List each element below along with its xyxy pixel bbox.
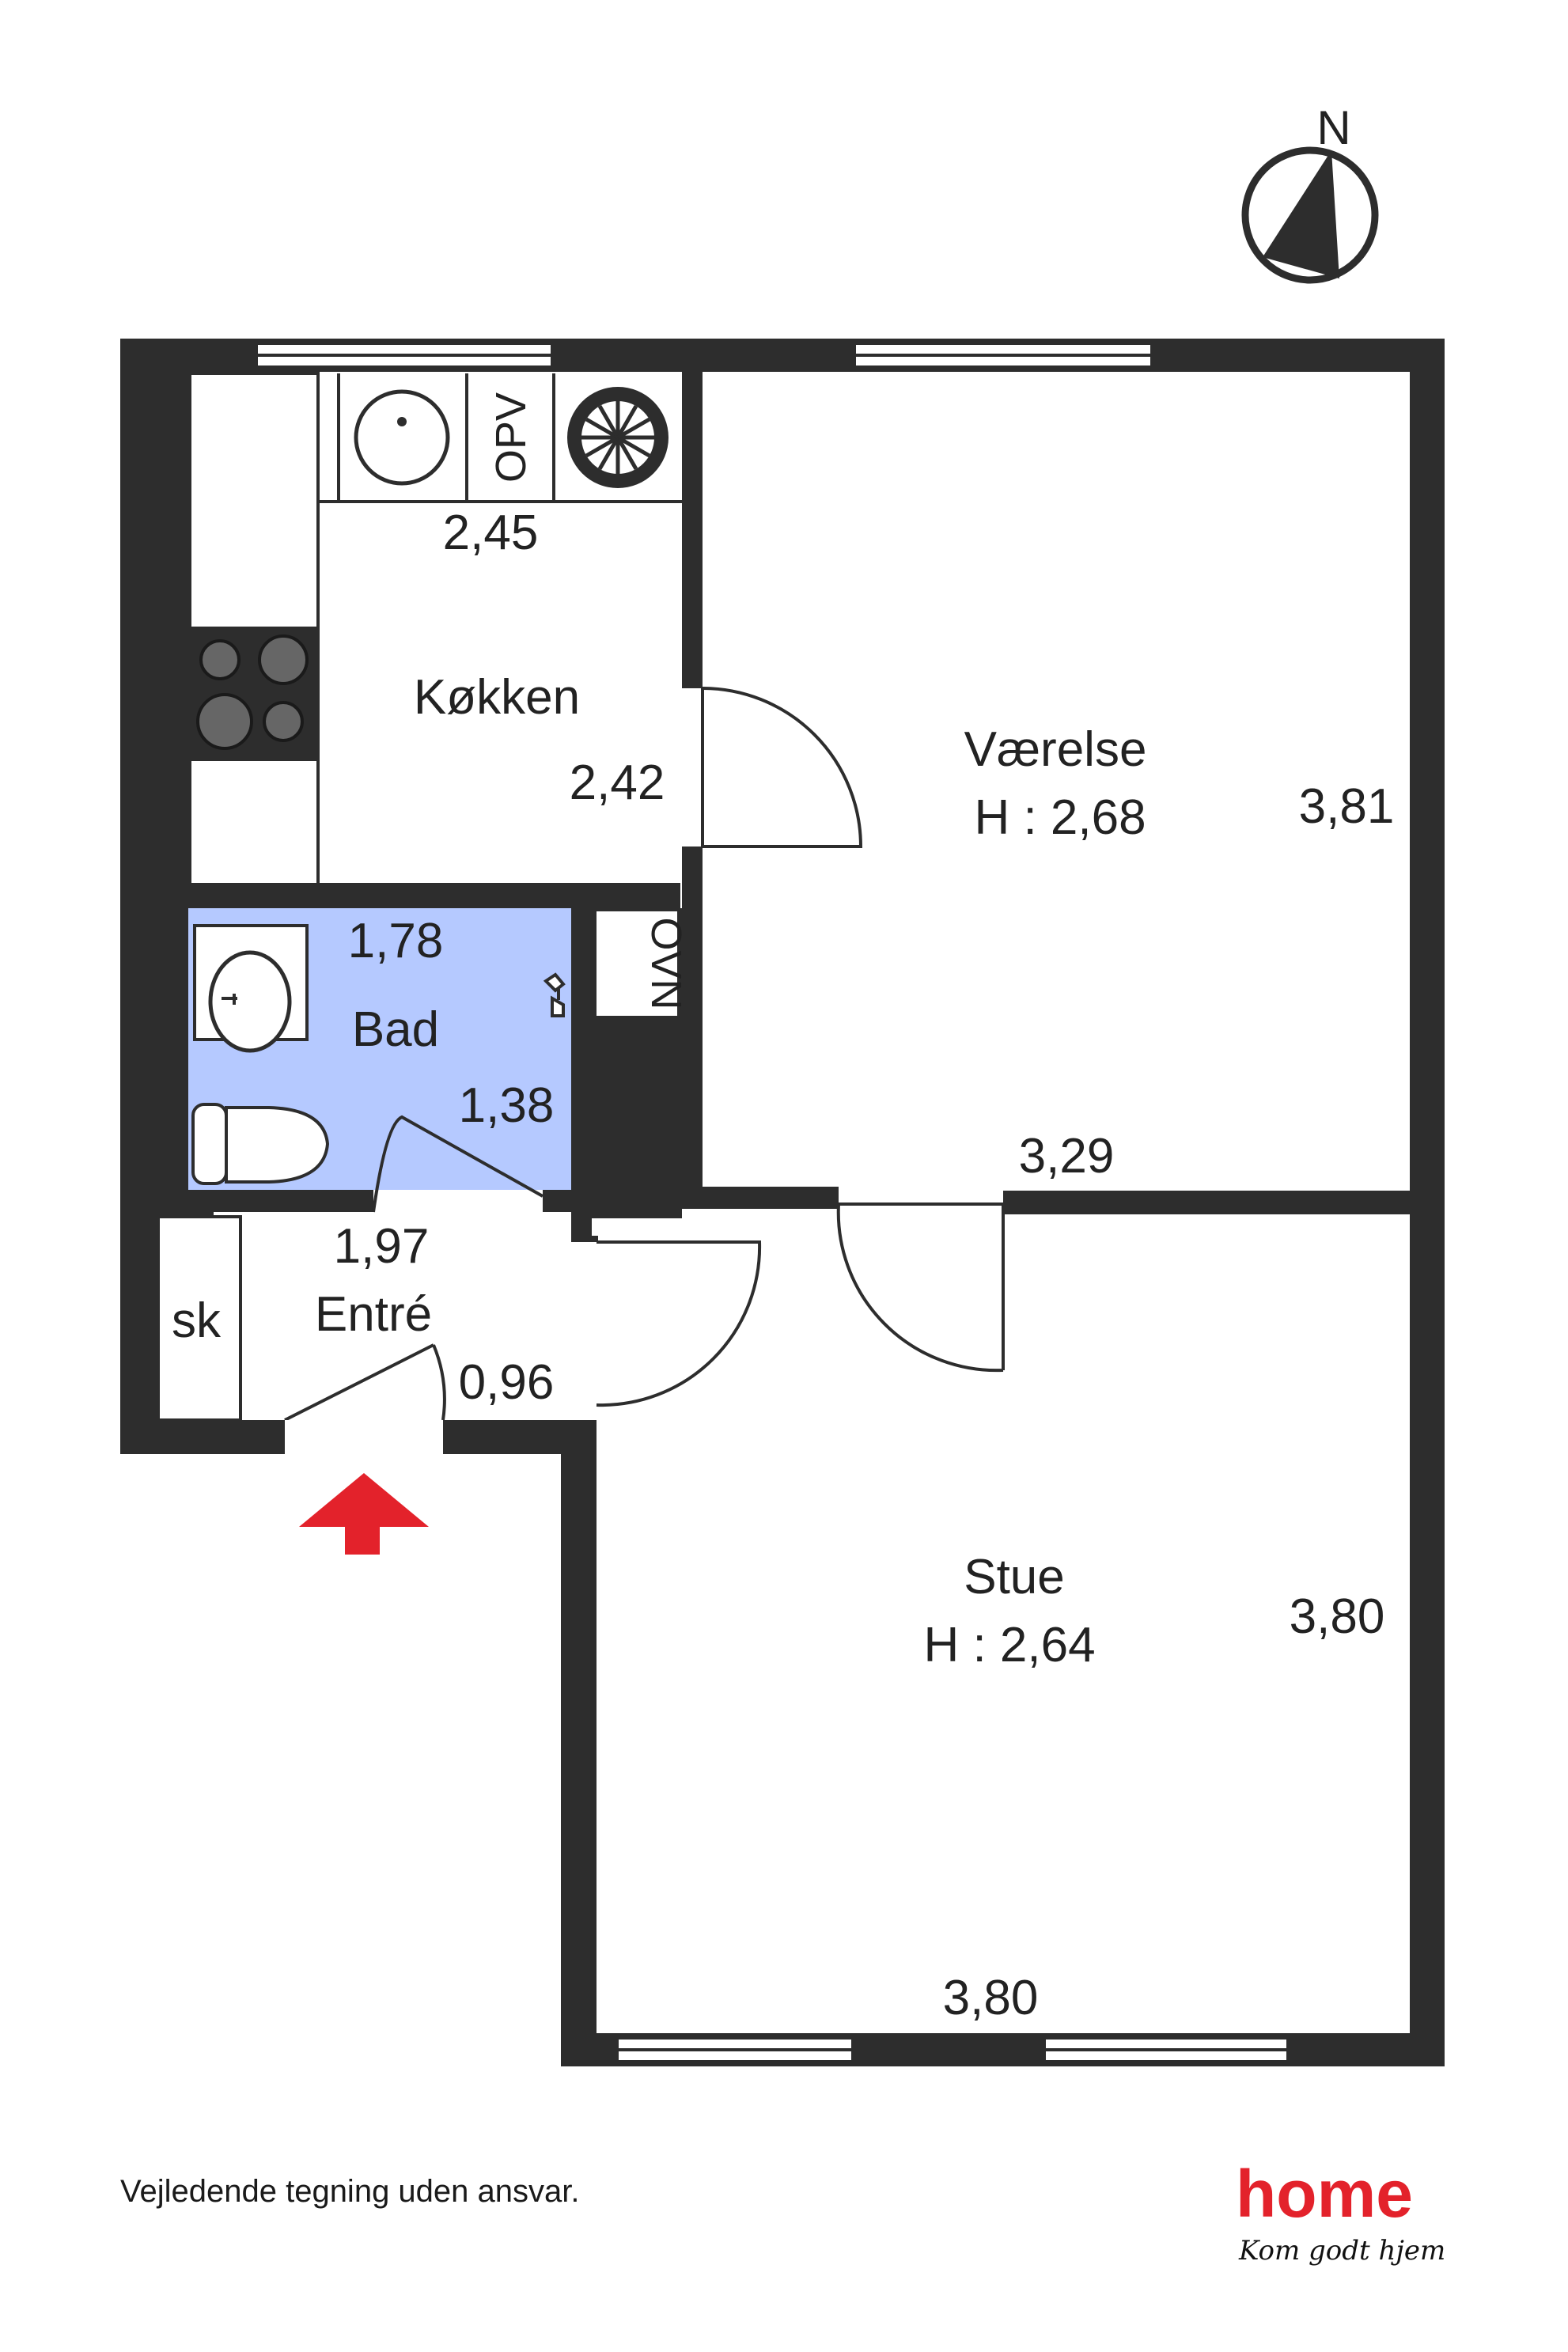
entry-dim-side: 0,96 [459, 1355, 555, 1410]
dishwasher-label: OPV [487, 392, 535, 483]
closet-box [157, 1215, 242, 1422]
extractor-fan-icon [567, 387, 668, 488]
compass-label: N [1316, 101, 1350, 154]
fan-spoke [616, 435, 651, 458]
living-dim-bottom: 3,80 [943, 1971, 1039, 2025]
fan-spoke [597, 404, 620, 439]
bath-sink-icon [193, 924, 309, 1053]
bath-dim-top: 1,78 [348, 914, 444, 968]
compass-needle-icon [1263, 150, 1339, 278]
windows [255, 342, 1290, 2063]
brand-wordmark: home [1236, 2158, 1413, 2231]
bedroom-dim-bottom: 3,29 [1019, 1129, 1115, 1184]
brand-logo: home Kom godt hjem [1236, 2158, 1445, 2267]
bedroom-dim-side: 3,81 [1299, 779, 1395, 834]
bedroom-name: Værelse [964, 722, 1147, 777]
doors [284, 687, 1005, 1454]
compass: N [1241, 101, 1379, 284]
oven-label: OVN [642, 917, 690, 1009]
oven-box [593, 908, 680, 1019]
closet-label: sk [172, 1293, 222, 1348]
living-height: H : 2,64 [923, 1618, 1095, 1672]
kitchen-dim-top: 2,45 [443, 506, 539, 560]
living-dim-side: 3,80 [1290, 1589, 1385, 1644]
brand-tagline: Kom godt hjem [1238, 2235, 1445, 2267]
bath-name: Bad [352, 1002, 439, 1057]
entrance-arrow-icon [299, 1473, 429, 1555]
entry-name: Entré [315, 1287, 432, 1342]
kitchen-dim-side: 2,42 [570, 756, 665, 810]
fan-spoke [597, 436, 620, 471]
fan-spoke [615, 436, 638, 471]
toilet-icon [191, 1103, 330, 1185]
bath-dim-side: 1,38 [459, 1078, 555, 1133]
stove-icon [190, 628, 318, 759]
bedroom-height: H : 2,68 [974, 790, 1146, 845]
kitchen-sink-icon [354, 389, 450, 486]
living-name: Stue [964, 1550, 1065, 1604]
fan-spoke [585, 435, 619, 458]
disclaimer-text: Vejledende tegning uden ansvar. [120, 2174, 580, 2209]
fan-spoke [585, 417, 619, 440]
kitchen-name: Køkken [414, 670, 580, 725]
shower-icon [543, 972, 566, 1017]
entry-dim-top: 1,97 [334, 1219, 430, 1274]
fan-spoke [616, 417, 651, 440]
fan-spoke [615, 404, 638, 439]
